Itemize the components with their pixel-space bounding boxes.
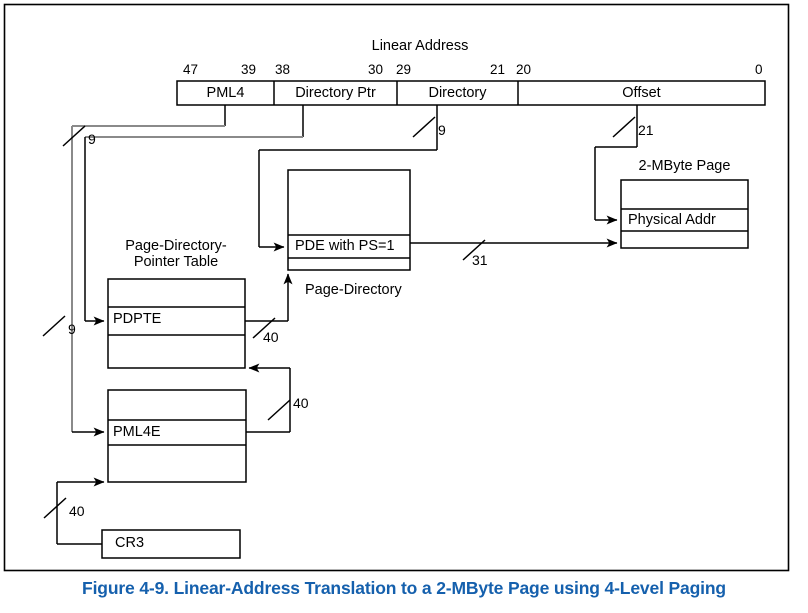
bus-width-ticks — [42, 116, 636, 519]
bit-label-39: 39 — [241, 62, 257, 77]
figure-caption: Figure 4-9. Linear-Address Translation t… — [82, 578, 726, 598]
linear-address-title: Linear Address — [371, 38, 469, 54]
tick-cr3-40 — [43, 497, 67, 519]
bit-label-21: 21 — [490, 62, 506, 77]
pdpt-title-line2: Pointer Table — [133, 254, 219, 270]
pdpt-box — [107, 278, 246, 369]
page-2mb-physical-addr[interactable]: Physical Addr — [628, 212, 716, 228]
bit-label-30: 30 — [368, 62, 384, 77]
linear-address-bar — [176, 80, 766, 106]
bit-label-38: 38 — [275, 62, 291, 77]
page-directory-title: Page-Directory — [305, 282, 402, 298]
tick-pdpte-40 — [252, 317, 276, 339]
page-directory-box — [287, 169, 411, 271]
field-pml4[interactable]: PML4 — [206, 85, 245, 101]
tick-offset-21 — [612, 116, 636, 138]
tick-pde-31 — [462, 239, 486, 261]
tick-pml4-9 — [62, 125, 86, 147]
pml4-table-box — [107, 389, 247, 483]
page-directory-entry-pde[interactable]: PDE with PS=1 — [295, 238, 395, 254]
figure-frame — [3, 3, 790, 572]
field-offset[interactable]: Offset — [622, 85, 661, 101]
bit-label-0: 0 — [755, 62, 763, 77]
connector-dirptr-to-pdpte — [84, 105, 304, 326]
bus-width-pml4-index: 9 — [88, 131, 96, 147]
tick-pml4e-40 — [267, 399, 291, 421]
bus-width-pml4e-to-pdpt: 40 — [293, 395, 309, 411]
pml4-entry-pml4e[interactable]: PML4E — [113, 424, 161, 440]
bit-label-29: 29 — [396, 62, 412, 77]
bus-width-directory-ptr-index: 9 — [68, 321, 76, 337]
page-2mb-title: 2-MByte Page — [638, 158, 731, 174]
bus-width-pde-to-page: 31 — [472, 252, 488, 268]
connector-pml4-to-pml4e — [71, 105, 226, 437]
tick-dirptr-9 — [42, 315, 66, 337]
connector-pml4e-to-pdpt — [246, 363, 291, 433]
bus-width-offset: 21 — [638, 122, 654, 138]
bus-width-pdpte-to-pd: 40 — [263, 329, 279, 345]
connector-cr3-to-pml4-table — [56, 477, 105, 545]
connector-directory-to-pde — [258, 105, 438, 252]
bit-label-47: 47 — [183, 62, 199, 77]
bus-width-cr3-to-pml4: 40 — [69, 503, 85, 519]
pdpt-title-line1: Page-Directory- — [125, 238, 227, 254]
connector-offset-to-physaddr — [594, 105, 638, 225]
bus-width-directory-index: 9 — [438, 122, 446, 138]
cr3-register-label[interactable]: CR3 — [115, 535, 145, 551]
bit-label-20: 20 — [516, 62, 532, 77]
field-directory[interactable]: Directory — [428, 85, 487, 101]
pdpt-entry-pdpte[interactable]: PDPTE — [113, 311, 162, 327]
tick-directory-9 — [412, 116, 436, 138]
page-2mb-box — [620, 179, 749, 249]
field-directory-ptr[interactable]: Directory Ptr — [295, 85, 376, 101]
connector-pdpte-to-page-directory — [245, 273, 293, 322]
